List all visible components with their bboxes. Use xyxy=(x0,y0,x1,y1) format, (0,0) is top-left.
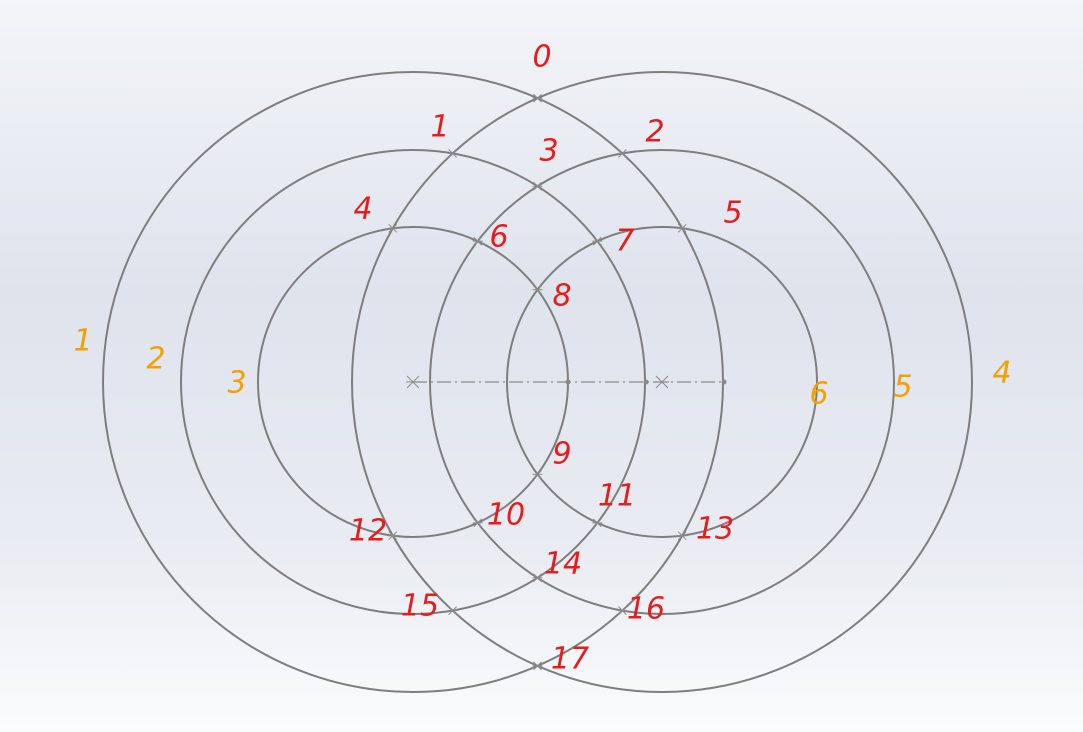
left-ring-label-2: 2 xyxy=(146,342,165,377)
intersection-label-8: 8 xyxy=(552,279,571,314)
right-center-marker xyxy=(655,375,669,389)
intersection-point xyxy=(532,573,543,583)
intersection-point xyxy=(617,149,628,158)
intersection-label-3: 3 xyxy=(539,134,558,169)
intersection-point xyxy=(387,531,398,541)
intersection-point xyxy=(472,236,483,246)
intersection-point xyxy=(677,531,688,541)
intersection-label-17: 17 xyxy=(551,642,589,677)
intersection-point xyxy=(387,223,398,233)
intersection-label-12: 12 xyxy=(349,514,387,549)
intersection-point xyxy=(592,236,603,246)
intersection-label-4: 4 xyxy=(353,192,372,227)
right-ring-label-5: 5 xyxy=(893,370,912,405)
intersection-label-9: 9 xyxy=(552,437,571,472)
intersection-point xyxy=(677,223,688,233)
intersection-point xyxy=(447,606,458,615)
left-center-marker xyxy=(406,375,420,389)
intersection-label-6: 6 xyxy=(489,220,508,255)
axis-point xyxy=(565,379,571,385)
intersection-label-0: 0 xyxy=(532,40,551,75)
intersection-point xyxy=(532,93,543,103)
intersection-point xyxy=(472,518,483,528)
right-ring-label-4: 4 xyxy=(992,356,1011,391)
axis-point xyxy=(643,379,649,385)
right-circle-inner xyxy=(506,226,818,538)
intersection-point xyxy=(592,518,603,528)
intersection-label-11: 11 xyxy=(598,479,636,514)
intersection-point xyxy=(532,285,543,295)
left-ring-label-1: 1 xyxy=(73,324,92,359)
labels-layer: 0 1 2 3 4 5 6 7 8 9 10 11 12 13 14 15 16… xyxy=(73,40,1011,677)
intersection-label-7: 7 xyxy=(615,224,634,259)
right-ring-label-6: 6 xyxy=(809,377,828,412)
intersection-point xyxy=(532,469,543,479)
intersection-label-13: 13 xyxy=(696,512,734,547)
intersection-point xyxy=(532,181,543,191)
intersection-points-layer xyxy=(387,93,688,671)
intersection-label-10: 10 xyxy=(487,498,525,533)
axis-point xyxy=(721,379,727,385)
intersection-label-16: 16 xyxy=(627,592,665,627)
intersection-label-2: 2 xyxy=(645,115,664,150)
center-axis xyxy=(406,375,727,389)
intersection-label-14: 14 xyxy=(544,547,582,582)
circles-layer xyxy=(102,71,973,693)
left-ring-label-3: 3 xyxy=(227,366,246,401)
intersection-label-1: 1 xyxy=(430,110,449,145)
right-circle-outer xyxy=(351,71,973,693)
intersection-point xyxy=(447,149,458,158)
right-circle-middle xyxy=(429,149,895,615)
intersection-point xyxy=(532,661,543,671)
intersection-label-5: 5 xyxy=(723,196,742,231)
intersection-label-15: 15 xyxy=(401,589,439,624)
intersection-point xyxy=(617,606,628,615)
